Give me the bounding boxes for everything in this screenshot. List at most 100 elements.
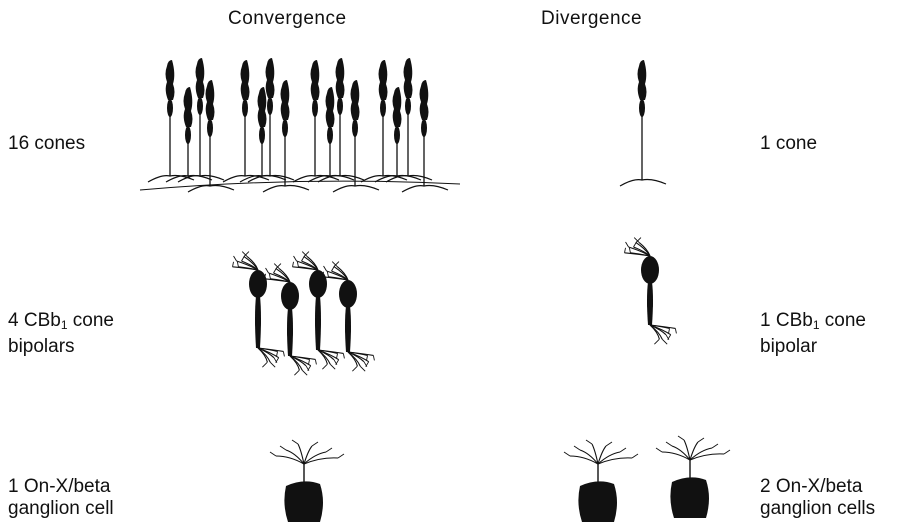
ganglion-divergence-1-soma: [578, 481, 617, 522]
ganglion-divergence-1-twig-5: [632, 454, 638, 458]
bipolar-4-terminal-twig-5: [360, 366, 365, 371]
cone-1-soma: [167, 99, 173, 117]
bipolar-4-dendrite-twig-2: [327, 272, 328, 277]
bipolar-1-terminal-twig-4: [274, 358, 277, 363]
cone-6-soma: [259, 126, 265, 144]
ganglion-convergence-twig-4: [326, 448, 332, 452]
ganglion-divergence-1-branch-5: [598, 458, 632, 464]
ganglion-convergence-twig-3: [312, 442, 318, 446]
bipolar-1-dendrite-twig-2: [237, 262, 238, 267]
cone-8-pedicle: [263, 186, 309, 193]
convergence-bipolars-group: [233, 252, 375, 376]
cone-9-soma: [312, 99, 318, 117]
cone-4-soma: [207, 119, 213, 137]
divergence-cone-group: [620, 60, 666, 186]
cone-9-outer: [311, 60, 320, 100]
bipolar-2-terminal-twig-2: [309, 359, 310, 364]
ganglion-convergence-soma: [284, 481, 323, 522]
bipolar-4-terminal-twig-3: [373, 355, 374, 360]
bipolar-4-terminal-twig-0: [352, 366, 357, 371]
cone-4-outer: [206, 80, 215, 120]
cone-16-pedicle: [402, 186, 448, 193]
cone-13-outer: [379, 60, 388, 100]
convergence-ganglion-group: [270, 440, 344, 522]
ganglion-convergence-twig-0: [270, 452, 276, 456]
ganglion-divergence-2-twig-3: [698, 438, 704, 442]
single-bipolar-terminal-twig-5: [662, 339, 667, 344]
bipolar-4-terminal-twig-4: [364, 362, 367, 367]
single-bipolar-dendrite-twig-3: [625, 248, 626, 253]
ganglion-divergence-1-twig-0: [564, 452, 570, 456]
ganglion-divergence-2-twig-5: [724, 450, 730, 454]
bipolar-3-terminal-twig-0: [322, 364, 327, 369]
bipolar-1-axon-swelling: [255, 314, 261, 330]
bipolar-2-soma: [281, 282, 299, 310]
ganglion-divergence-2-twig-2: [678, 436, 684, 440]
bipolar-4-terminal-twig-2: [367, 355, 368, 360]
bipolar-3-terminal-twig-4: [334, 360, 337, 365]
bipolar-1-soma: [249, 270, 267, 298]
cone-3-soma: [197, 97, 203, 115]
bipolar-4-axon-swelling: [345, 321, 351, 337]
bipolar-2-terminal-twig-5: [302, 370, 307, 375]
bipolar-1-terminal-twig-5: [270, 362, 275, 367]
single-bipolar-terminal-twig-3: [675, 328, 676, 333]
cone-4-pedicle: [188, 186, 234, 193]
bipolar-4-dendrite-twig-1: [324, 266, 327, 271]
cone-7-soma: [267, 97, 273, 115]
bipolar-2-terminal-twig-0: [294, 370, 299, 375]
cone-13-soma: [380, 99, 386, 117]
ganglion-convergence-twig-1: [280, 446, 286, 450]
cone-terminal-line: [140, 181, 460, 190]
cone-16-soma: [421, 119, 427, 137]
bipolar-3-terminal-twig-3: [343, 353, 344, 358]
single-bipolar-dendrite-twig-1: [626, 242, 629, 247]
cone-12-outer: [351, 80, 360, 120]
cone-14-soma: [394, 126, 400, 144]
single-cone-soma: [639, 99, 645, 117]
single-bipolar-terminal-twig-2: [669, 328, 670, 333]
ganglion-convergence-branch-5: [304, 458, 338, 464]
ganglion-divergence-1-twig-2: [586, 440, 592, 444]
single-bipolar-axon-swelling: [647, 296, 653, 312]
single-bipolar-terminal-twig-0: [654, 339, 659, 344]
cone-6-outer: [258, 87, 267, 127]
ganglion-divergence-2-branch-5: [690, 454, 724, 460]
ganglion-convergence-twig-5: [338, 454, 344, 458]
cone-12-soma: [352, 119, 358, 137]
cone-2-outer: [184, 87, 193, 127]
bipolar-3-dendrite-twig-2: [297, 262, 298, 267]
cone-1-outer: [166, 60, 175, 100]
bipolar-2-terminal-twig-3: [315, 359, 316, 364]
cone-14-outer: [393, 87, 402, 127]
ganglion-divergence-1-twig-3: [606, 442, 612, 446]
cone-12-pedicle: [333, 186, 379, 193]
divergence-bipolar-group: [625, 238, 677, 345]
cone-16-outer: [420, 80, 429, 120]
cone-8-soma: [282, 119, 288, 137]
single-bipolar-terminal-twig-4: [666, 335, 669, 340]
ganglion-divergence-2-twig-0: [656, 448, 662, 452]
ganglion-divergence-2-soma: [670, 477, 709, 518]
bipolar-3-terminal-twig-2: [337, 353, 338, 358]
bipolar-2-axon-swelling: [287, 324, 293, 340]
cone-11-outer: [336, 58, 345, 98]
cone-2-soma: [185, 126, 191, 144]
bipolar-1-dendrite-twig-3: [233, 262, 234, 267]
single-bipolar-dendrite-twig-2: [629, 248, 630, 253]
bipolar-1-terminal-twig-3: [283, 351, 284, 356]
cone-8-outer: [281, 80, 290, 120]
cone-11-soma: [337, 97, 343, 115]
bipolar-3-axon-swelling: [315, 315, 321, 331]
bipolar-2-terminal-twig-4: [306, 366, 309, 371]
cone-15-outer: [404, 58, 413, 98]
bipolar-3-soma: [309, 270, 327, 298]
divergence-ganglia-group: [564, 436, 730, 522]
ganglion-divergence-2-twig-4: [712, 444, 718, 448]
ganglion-divergence-2-twig-1: [666, 442, 672, 446]
bipolar-3-dendrite-twig-3: [293, 262, 294, 267]
convergence-cones-group: [140, 58, 460, 192]
cone-5-soma: [242, 99, 248, 117]
single-cone-outer: [638, 60, 647, 100]
